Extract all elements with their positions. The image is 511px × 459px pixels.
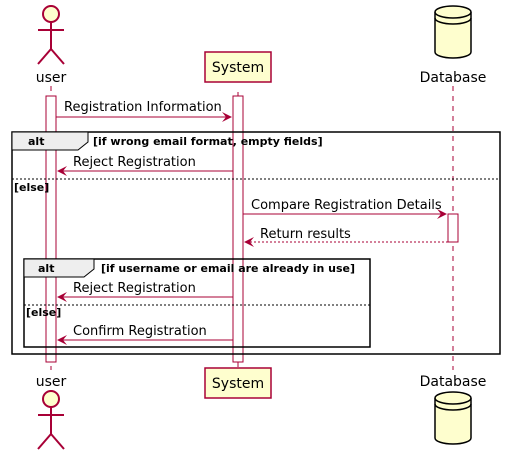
system-activation-bar — [232, 95, 244, 363]
user-actor-top: user — [36, 5, 67, 86]
outer-else-label: [else] — [14, 181, 49, 194]
user-label-bottom: user — [36, 374, 67, 390]
message-label: Registration Information — [64, 100, 222, 115]
database-label-top: Database — [420, 70, 487, 86]
message-label: Reject Registration — [73, 281, 196, 296]
outer-alt-fragment: alt [if wrong email format, empty fields… — [11, 131, 501, 355]
database-participant-top: Database — [420, 5, 487, 86]
inner-alt-keyword: alt — [38, 262, 54, 275]
user-label-top: user — [36, 70, 67, 86]
database-icon — [434, 5, 472, 59]
message-compare-registration-details: Compare Registration Details — [243, 198, 447, 219]
system-participant-top: System — [204, 51, 272, 83]
user-actor-bottom: user — [36, 374, 67, 450]
database-icon — [434, 391, 472, 445]
message-return-results: Return results — [244, 227, 448, 247]
user-activation-bar — [45, 95, 57, 363]
message-label: Reject Registration — [73, 155, 196, 170]
inner-alt-fragment: alt [if username or email are already in… — [23, 258, 371, 348]
database-label-bottom: Database — [420, 374, 487, 390]
actor-icon — [37, 390, 65, 450]
outer-alt-keyword: alt — [28, 135, 44, 148]
outer-alt-guard: [if wrong email format, empty fields] — [93, 135, 323, 148]
message-label: Compare Registration Details — [251, 198, 442, 213]
message-reject-registration-2: Reject Registration — [57, 281, 233, 302]
inner-alt-guard: [if username or email are already in use… — [101, 262, 355, 275]
database-activation-bar — [447, 213, 459, 243]
message-label: Return results — [260, 227, 351, 242]
inner-else-label: [else] — [26, 306, 61, 319]
message-registration-information: Registration Information — [56, 100, 232, 122]
database-participant-bottom: Database — [420, 374, 487, 445]
message-reject-registration-1: Reject Registration — [57, 155, 233, 176]
actor-icon — [37, 5, 65, 65]
system-label-top: System — [212, 60, 264, 76]
message-label: Confirm Registration — [73, 324, 207, 339]
system-participant-bottom: System — [204, 367, 272, 399]
message-confirm-registration: Confirm Registration — [57, 324, 233, 345]
system-label-bottom: System — [212, 376, 264, 392]
